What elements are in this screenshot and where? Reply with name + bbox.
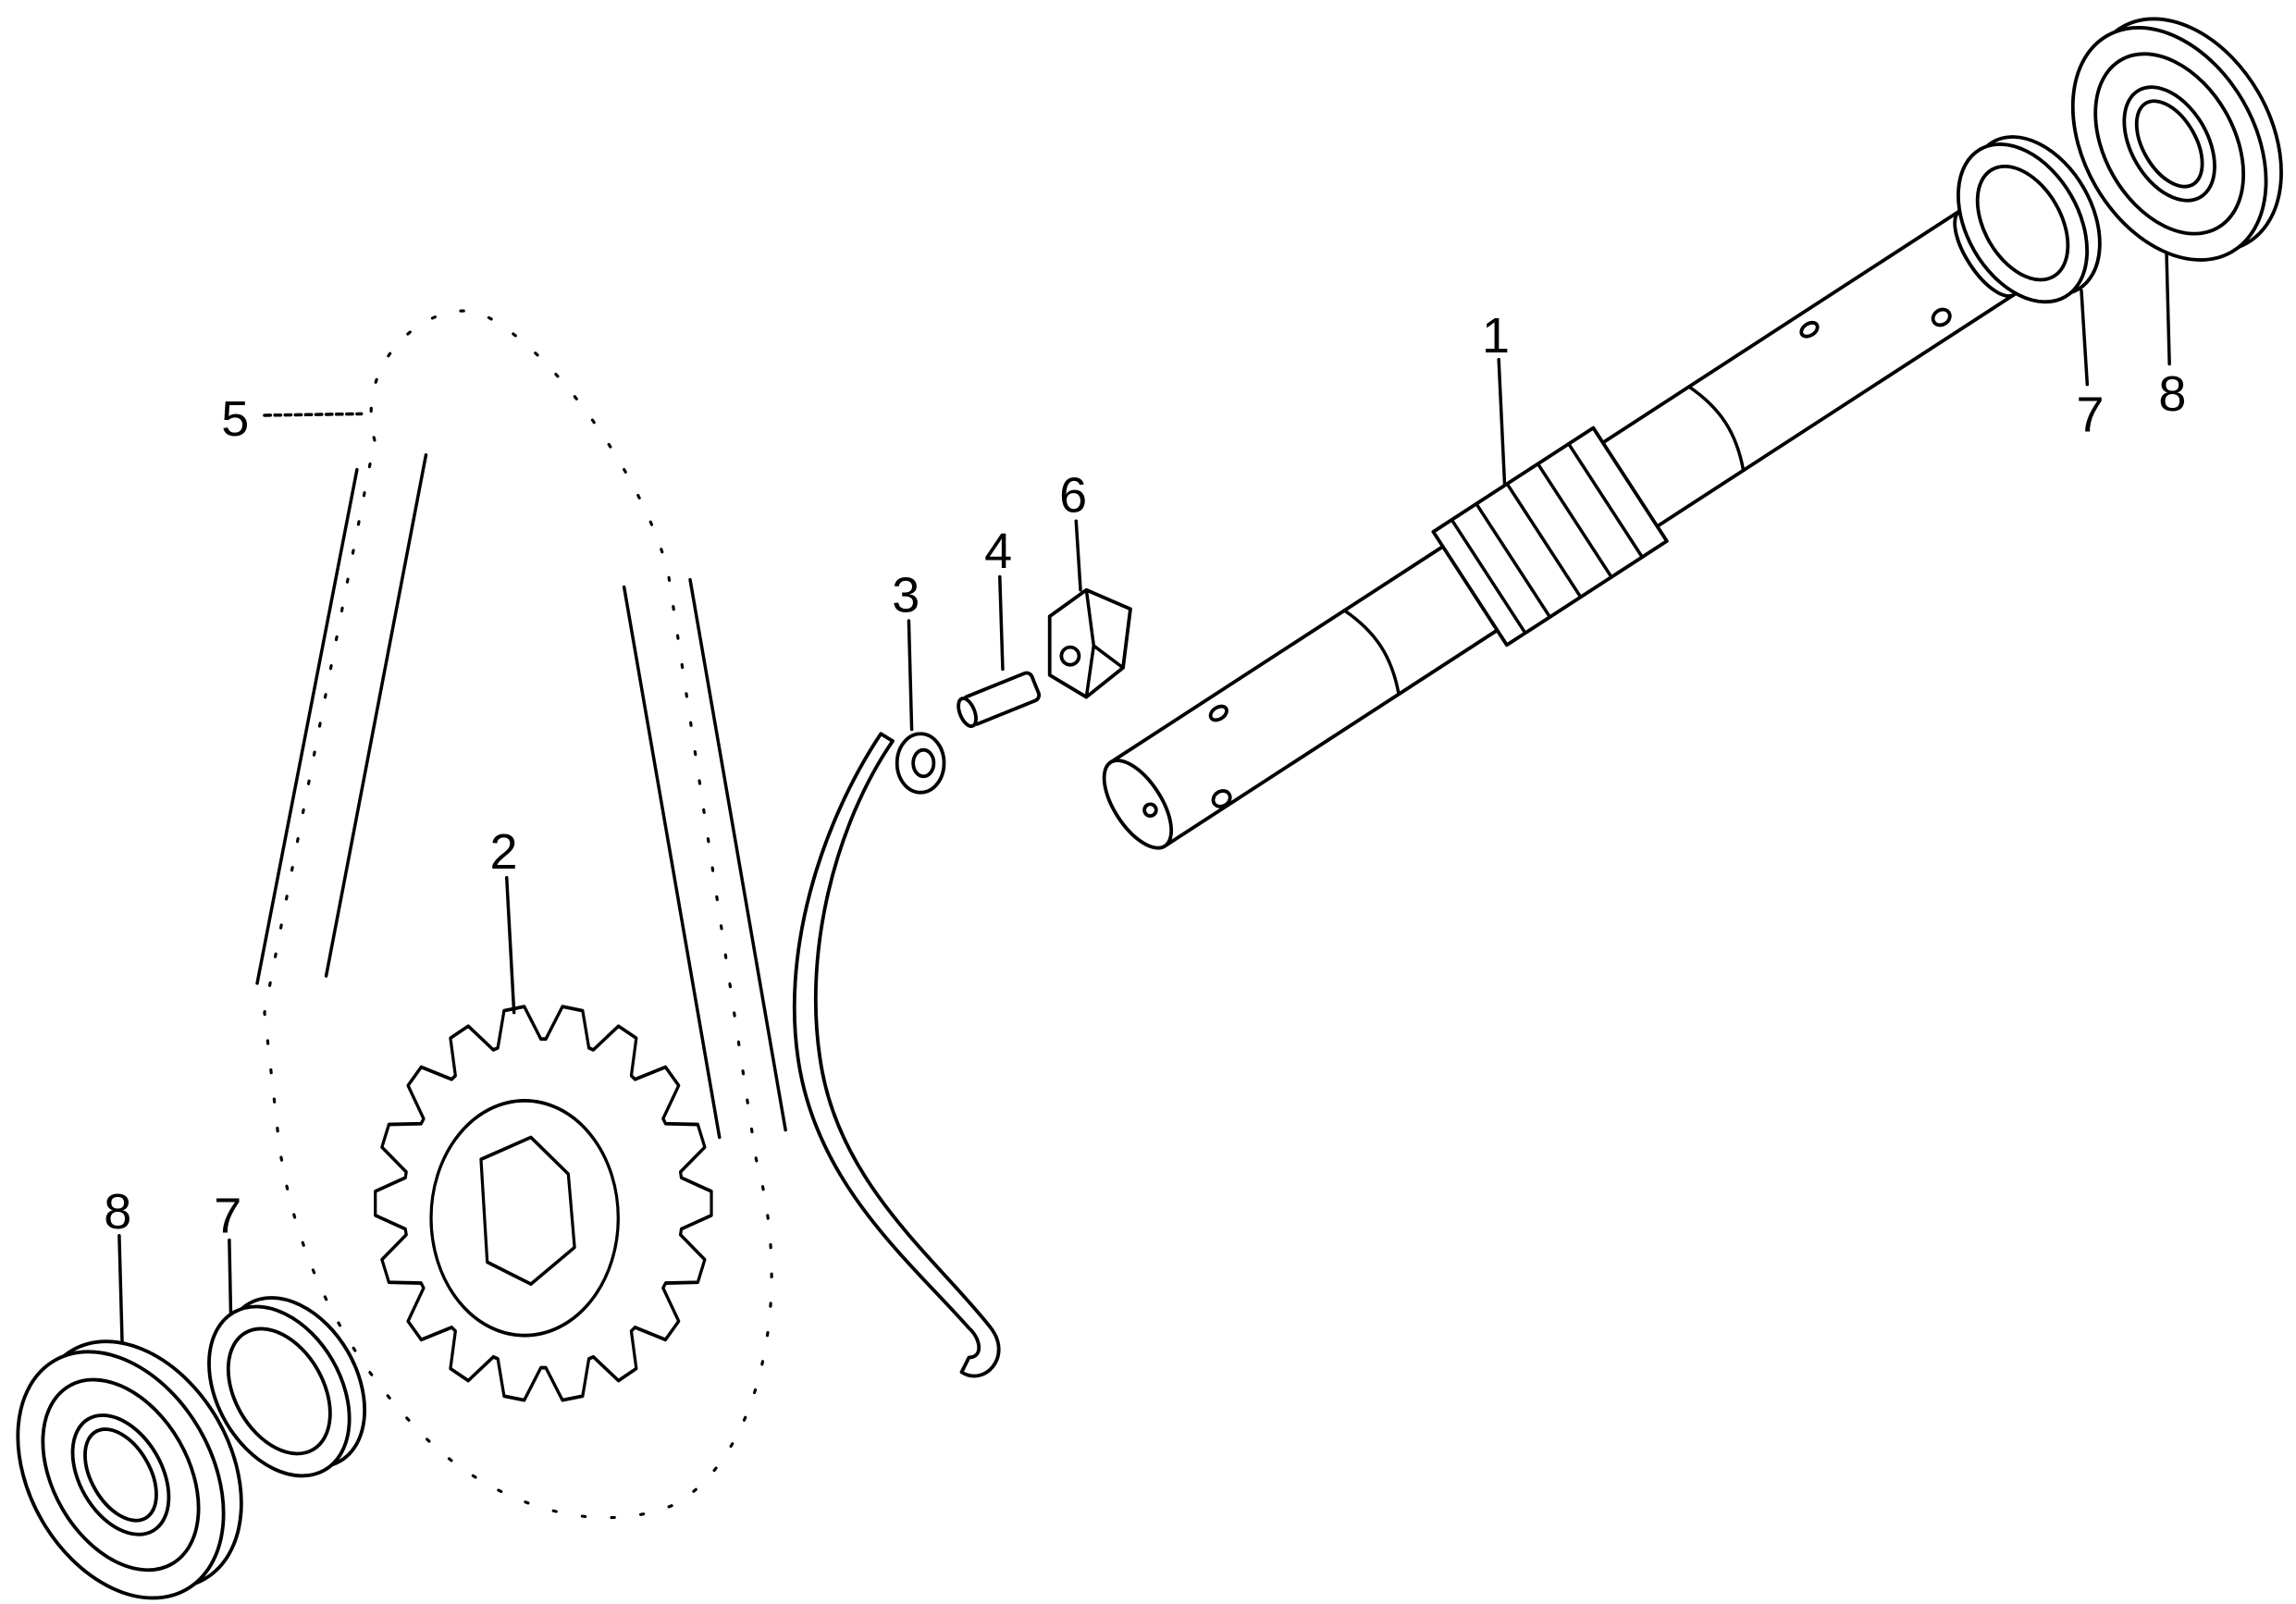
collar-right (1957, 135, 2102, 304)
spring (792, 732, 1001, 1378)
callout-8-left: 8 (104, 1184, 131, 1240)
callout-1: 1 (1482, 308, 1510, 364)
sprocket (374, 1005, 713, 1402)
bearing-left (16, 1339, 243, 1600)
collar-left (207, 1296, 367, 1478)
callout-3: 3 (892, 568, 920, 623)
callout-2: 2 (490, 824, 518, 880)
callout-7-right: 7 (2077, 387, 2105, 442)
shaft (1102, 207, 2021, 850)
bearing-right (2070, 17, 2283, 262)
chain (243, 290, 793, 1538)
clip (1047, 587, 1132, 699)
callout-6: 6 (1059, 468, 1087, 524)
callout-5: 5 (221, 391, 249, 447)
callout-8-right: 8 (2158, 366, 2186, 422)
callout-4: 4 (984, 524, 1012, 579)
pin (957, 671, 1042, 728)
callout-7-left: 7 (214, 1189, 241, 1244)
leader-lines (117, 251, 2171, 1345)
